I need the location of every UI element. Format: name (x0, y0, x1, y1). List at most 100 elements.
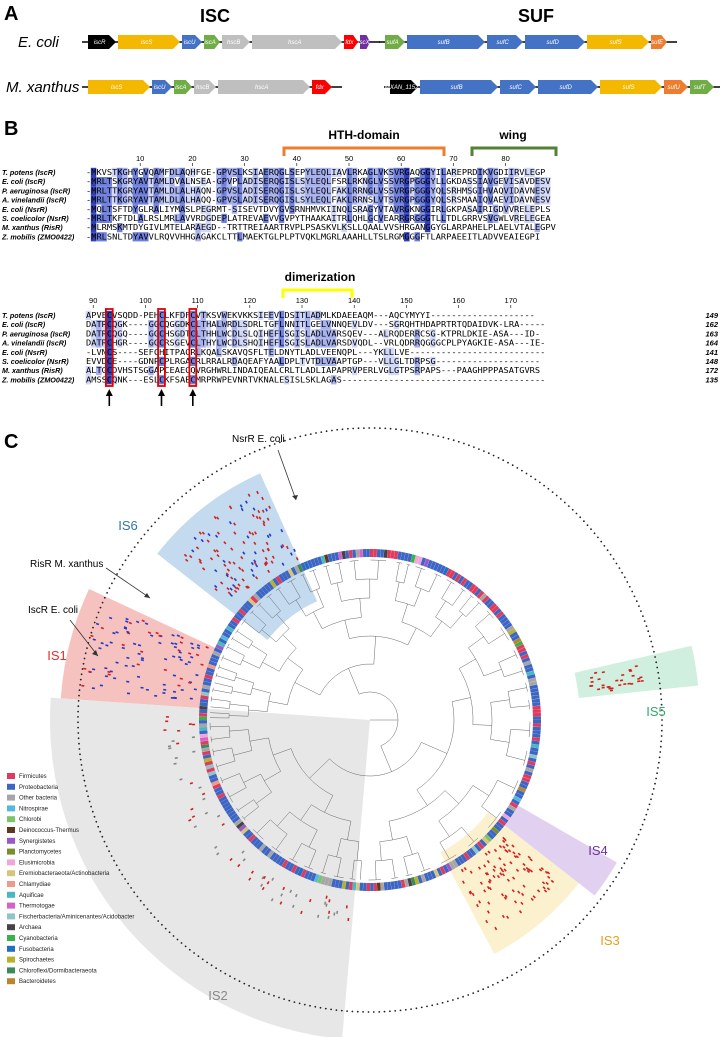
legend-label: Spirochaetes (19, 958, 54, 964)
ruler-tick-label: 120 (244, 296, 257, 305)
legend-swatch (7, 935, 15, 941)
legend-label: Synergistetes (19, 839, 55, 845)
sequence-name: P. aeruginosa (IscR) (2, 186, 71, 195)
ruler-tick-label: 50 (345, 154, 353, 163)
gene-arrow-sufd (538, 80, 598, 94)
ruler-tick-label: 140 (348, 296, 361, 305)
legend-label: Chlamydiae (19, 882, 51, 888)
gene-label: MXAN_1152 (385, 85, 419, 91)
gene-arrow-sufc (500, 80, 536, 94)
gene-arrow-sufu (664, 80, 688, 94)
cysteine-box (104, 308, 114, 387)
panel-b-letter: B (4, 118, 18, 140)
domain-bracket (282, 146, 446, 156)
legend-label: Proteobacteria (19, 785, 59, 791)
gene-label: sufE (651, 40, 664, 46)
gene-arrow-hsca (252, 35, 342, 49)
iscr-pointer: IscR E. coli (28, 605, 99, 657)
clade-label-is2: IS2 (208, 988, 228, 1003)
sequence-name: T. potens (IscR) (2, 311, 56, 320)
legend-swatch (7, 956, 15, 963)
sequence-row: AMSSCQNK---ESLCKFSAECMRPRWPEVNRTVKNALESI… (86, 375, 545, 384)
ruler-tick-label: 170 (505, 296, 518, 305)
ruler-tick-label: 80 (501, 154, 509, 163)
gene-arrow-iscu (152, 80, 172, 94)
gene-label: iscS (111, 85, 122, 91)
gene-label: hscB (227, 40, 240, 46)
gene-label: iscU (154, 85, 166, 91)
clade-wedge-is1 (60, 588, 216, 709)
sequence-name: A. vinelandii (IscR) (1, 196, 67, 205)
legend-label: Firmicutes (19, 774, 47, 780)
clade-label-is3: IS3 (600, 933, 620, 948)
suf-title: SUF (518, 6, 554, 26)
gene-arrow-iscs (88, 80, 150, 94)
sequence-length: 164 (705, 339, 718, 348)
gene-arrow-isca (204, 35, 220, 49)
row-species-mxanthus: M. xanthus (6, 79, 80, 96)
gene-label: sufT (694, 85, 707, 91)
sequence-row: -MKVSTKGHYGVQAMFDLAQHFGE-GPVSLKSIAERQGLS… (86, 168, 546, 177)
domain-label: dimerization (285, 270, 356, 284)
gene-arrow-sufb (407, 35, 485, 49)
gene-label: sufC (496, 40, 509, 46)
legend-label: Eremiobacteraeota/Actinobacteria (19, 871, 110, 877)
gene-arrow-sufa (385, 35, 405, 49)
legend-label: Thermotogae (19, 904, 55, 910)
sequence-length: 135 (705, 375, 718, 384)
sequence-name: E. coli (IscR) (2, 320, 46, 329)
legend-label: Cyanobacteria (19, 936, 58, 942)
gene-label: iscU (184, 40, 196, 46)
cysteine-box (188, 308, 198, 387)
gene-label: sufD (546, 40, 559, 46)
gene-label: hscA (255, 85, 268, 91)
gene-label: fdx (316, 85, 325, 91)
sequence-length: 148 (705, 357, 718, 366)
legend-swatch (7, 805, 15, 812)
sequence-row: EVVDCE----GDNPCPLRGACRLRRALRDAQEAFYAALDP… (86, 357, 540, 366)
sequence-row: DATRCQGQ----GGCHSGDTCLTHHLWCDLSLQIHEFLSG… (86, 329, 540, 338)
nsrr-label: NsrR E. coli (232, 434, 285, 445)
legend-swatch (7, 891, 15, 898)
legend-label: Elusimicrobia (19, 860, 55, 866)
sequence-name: E. coli (IscR) (2, 177, 46, 186)
sequence-name: Z. mobilis (ZMO0422) (1, 232, 75, 241)
gene-label: hscA (288, 40, 301, 46)
legend-label: Fischerbacteria/Aminicenantes/Acidobacte… (19, 914, 134, 920)
nsrr-pointer: NsrR E. coli (232, 434, 298, 501)
clade-wedge-is5 (574, 645, 699, 699)
gene-label: sufA (387, 40, 399, 46)
sequence-length: 172 (705, 366, 718, 375)
gene-arrow-sufd (525, 35, 585, 49)
sequence-name: P. aeruginosa (IscR) (2, 329, 71, 338)
clade-label-is6: IS6 (118, 518, 138, 533)
sequence-row: DATRCHGR----GGCRSGEVCLTHYLWCDLSHQIHEFLSG… (86, 339, 545, 348)
gene-arrow-sufb (420, 80, 498, 94)
legend-swatch (7, 773, 15, 779)
gene-arrow-isca (174, 80, 192, 94)
sequence-name: S. coelicolor (NsrR) (2, 214, 69, 223)
ruler-tick-label: 10 (136, 154, 144, 163)
clade-wedge-is6 (157, 473, 318, 640)
row-species-ecoli: E. coli (18, 34, 60, 51)
gene-arrow-sufc (487, 35, 523, 49)
panel-a-letter: A (4, 3, 18, 25)
domain-bracket (281, 288, 354, 298)
gene-arrow-fdx (312, 80, 332, 94)
legend-swatch (7, 881, 15, 887)
legend-swatch (7, 870, 15, 877)
ruler-tick-label: 160 (452, 296, 465, 305)
legend-swatch (7, 827, 15, 833)
sequence-name: A. vinelandii (IscR) (1, 339, 67, 348)
iscr-label: IscR E. coli (28, 605, 78, 616)
legend-label: Deinococcus-Thermus (19, 828, 79, 834)
legend-label: Fusobacteria (19, 947, 54, 953)
sequence-name: S. coelicolor (NsrR) (2, 357, 69, 366)
sequence-length: 149 (705, 311, 718, 320)
risr-label: RisR M. xanthus (30, 559, 103, 570)
gene-label: sufC (509, 85, 522, 91)
